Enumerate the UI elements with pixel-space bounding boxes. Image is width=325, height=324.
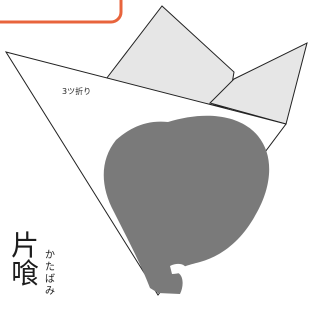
- leaf-shape: [103, 115, 270, 294]
- furigana-char-1: か: [45, 250, 55, 261]
- title-furigana: か た ば み: [44, 250, 56, 298]
- title-kanji: 片 喰: [10, 232, 40, 288]
- kanji-char-2: 喰: [10, 257, 39, 290]
- kanji-char-1: 片: [10, 229, 39, 262]
- furigana-char-3: ば: [45, 274, 55, 285]
- leaf-notch: [170, 263, 187, 274]
- furigana-char-2: た: [45, 262, 55, 273]
- fold-instruction-label: 3ツ折り: [62, 87, 92, 96]
- step-frame: [0, 0, 123, 24]
- furigana-char-4: み: [45, 286, 55, 297]
